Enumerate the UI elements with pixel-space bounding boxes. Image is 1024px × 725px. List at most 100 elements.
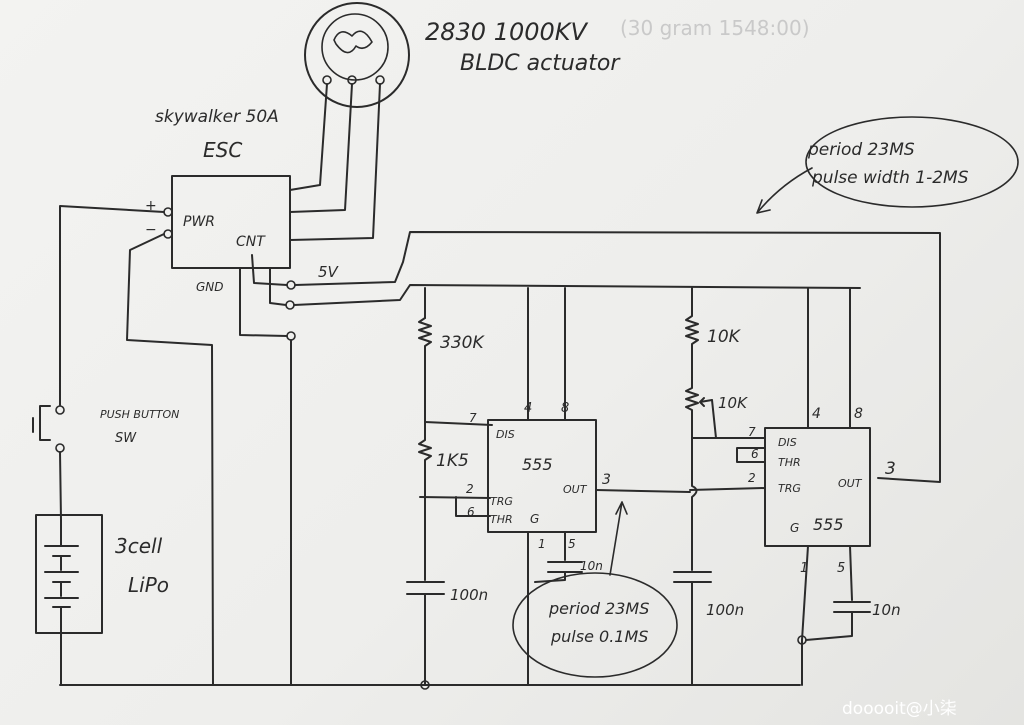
note-top-bubble — [805, 116, 1019, 208]
esc-type: ESC — [203, 138, 242, 162]
battery-cells — [44, 519, 79, 686]
esc-name: skywalker 50A — [155, 107, 279, 127]
right-pot-label: 10K — [718, 394, 748, 412]
motor-wire-a — [289, 83, 328, 191]
motor — [304, 2, 410, 108]
right-pin5: 5 — [837, 561, 845, 576]
watermark: dooooit@小柒 — [842, 699, 957, 719]
right-thr-wire — [736, 447, 766, 463]
cap-100n-left — [406, 496, 445, 686]
note-top-line2: pulse width 1-2MS — [811, 168, 969, 188]
right-trg-label: TRG — [778, 482, 801, 495]
esc-plus: + — [145, 198, 157, 214]
gnd-rail — [290, 339, 801, 686]
left-555-box — [487, 419, 597, 533]
note-bottom-bubble — [512, 572, 678, 678]
dis-wire — [424, 421, 493, 426]
esc-pwr-plus-terminal — [163, 207, 173, 217]
vcc-rail — [293, 284, 861, 306]
right-dis-label: DIS — [778, 436, 797, 449]
title-line2: BLDC actuator — [460, 51, 621, 76]
right-timer-circuit — [673, 287, 871, 686]
note-bottom-line2: pulse 0.1MS — [550, 627, 648, 646]
resistor-10k — [685, 287, 699, 379]
pwm-signal-wire — [294, 231, 941, 483]
left-out-label: OUT — [563, 483, 588, 496]
left-dis-label: DIS — [496, 428, 515, 441]
signal-terminal — [286, 280, 296, 290]
left-gnd-label: G — [530, 512, 539, 526]
left-r2-label: 1K5 — [436, 451, 469, 471]
note-top-line1: period 23MS — [807, 140, 915, 160]
right-r1-label: 10K — [707, 327, 742, 347]
battery-box — [35, 514, 103, 634]
left-pin4: 4 — [524, 401, 532, 416]
esc-minus: − — [145, 222, 157, 238]
5v-terminal — [285, 300, 295, 310]
motor-terminal-c — [375, 75, 385, 85]
left-trg-label: TRG — [490, 495, 513, 508]
battery-plus-wire — [59, 205, 165, 406]
right-pin1: 1 — [800, 561, 808, 576]
note-bottom-line1: period 23MS — [548, 599, 649, 618]
esc-pwr-label: PWR — [183, 214, 215, 230]
battery-label-1: 3cell — [115, 534, 163, 558]
left-out-wire — [595, 489, 691, 493]
motor-sketch — [333, 30, 373, 54]
motor-body — [321, 13, 389, 81]
esc-pwr-minus-terminal — [163, 229, 173, 239]
right-gnd-pin — [801, 545, 809, 686]
left-pin8: 8 — [561, 401, 569, 416]
motor-terminal-a — [322, 75, 332, 85]
left-pin1: 1 — [538, 537, 546, 551]
right-thr-label: THR — [778, 456, 801, 469]
resistor-1k5 — [418, 421, 432, 498]
right-c2-label: 10n — [872, 601, 901, 619]
button-to-battery-wire — [59, 451, 62, 521]
left-chip-label: 555 — [522, 455, 553, 474]
faint-note: (30 gram 1548:00) — [620, 16, 810, 40]
motor-outline — [304, 2, 410, 108]
cap-10n-right — [805, 545, 871, 641]
resistor-330k — [418, 317, 432, 423]
push-button — [32, 405, 65, 453]
battery-minus-wire — [126, 233, 214, 686]
right-chip-label: 555 — [813, 515, 844, 534]
right-vcc-pins — [807, 287, 851, 429]
button-label-2: SW — [115, 431, 137, 446]
note-top-arrow — [756, 167, 813, 214]
left-c2-label: 10n — [580, 559, 603, 573]
left-pin2: 2 — [466, 482, 474, 496]
esc-signal-wire — [251, 254, 288, 286]
gnd-label: GND — [196, 280, 224, 294]
esc-box — [171, 175, 291, 269]
button-label-1: PUSH BUTTON — [100, 408, 179, 421]
5v-label: 5V — [318, 263, 340, 281]
right-trg-wire — [689, 487, 766, 491]
note-bottom-arrow — [609, 501, 628, 576]
left-pin5: 5 — [568, 537, 576, 551]
cap-100n-right — [673, 437, 712, 686]
motor-wire-b — [289, 83, 353, 213]
right-pin4: 4 — [812, 406, 821, 422]
right-gnd-label: G — [790, 521, 799, 535]
left-timer-circuit — [406, 287, 691, 690]
left-c1-label: 100n — [450, 586, 488, 604]
left-r1-label: 330K — [440, 333, 485, 353]
left-pin6: 6 — [467, 505, 475, 519]
left-pin7: 7 — [469, 411, 477, 425]
gnd-terminal — [286, 331, 296, 341]
right-pin7: 7 — [748, 425, 756, 439]
battery-label-2: LiPo — [128, 573, 169, 597]
right-pin6: 6 — [751, 447, 759, 461]
pot-10k — [685, 377, 699, 439]
left-thr-label: THR — [490, 513, 513, 526]
right-out-label: OUT — [838, 477, 863, 490]
cap-10n-left — [534, 531, 583, 583]
left-pin3: 3 — [602, 472, 611, 488]
right-pin2: 2 — [748, 471, 756, 485]
esc-cnt-label: CNT — [236, 234, 266, 250]
right-pin8: 8 — [854, 406, 863, 422]
motor-wire-c — [289, 83, 381, 241]
left-vcc-pins — [527, 287, 566, 421]
